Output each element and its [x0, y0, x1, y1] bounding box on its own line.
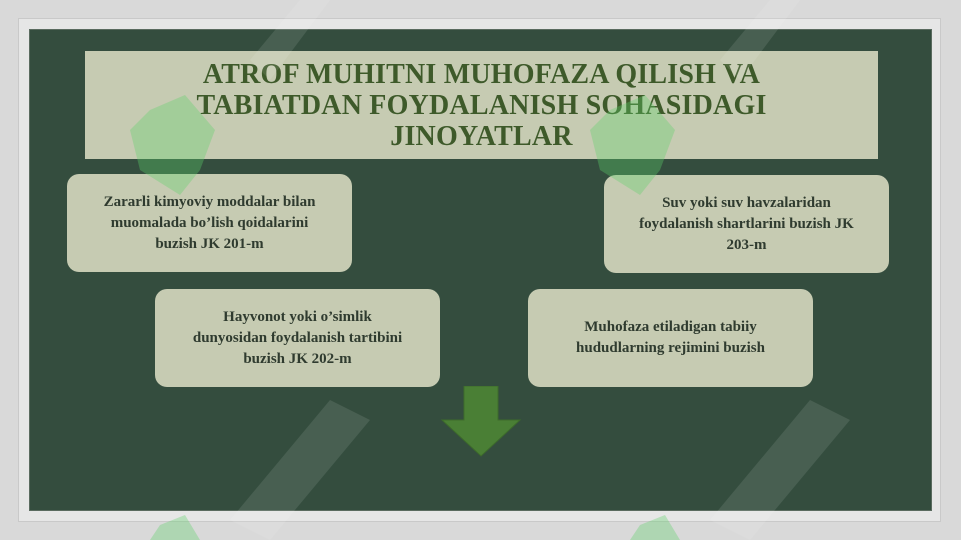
crime-card-text: Suv yoki suv havzalaridan foydalanish sh…	[639, 194, 854, 253]
arrow-down-icon	[440, 386, 522, 457]
title-box: ATROF MUHITNI MUHOFAZA QILISH VA TABIATD…	[85, 51, 878, 159]
slide: ATROF MUHITNI MUHOFAZA QILISH VA TABIATD…	[29, 29, 932, 511]
crime-card-202: Hayvonot yoki o’simlik dunyosidan foydal…	[155, 289, 440, 387]
crime-card-text: Muhofaza etiladigan tabiiy hududlarning …	[576, 319, 765, 356]
crime-card-protected-areas: Muhofaza etiladigan tabiiy hududlarning …	[528, 289, 813, 387]
crime-card-201: Zararli kimyoviy moddalar bilan muomalad…	[67, 174, 352, 272]
crime-card-text: Zararli kimyoviy moddalar bilan muomalad…	[103, 193, 316, 252]
slide-title: ATROF MUHITNI MUHOFAZA QILISH VA TABIATD…	[196, 58, 767, 152]
crime-card-text: Hayvonot yoki o’simlik dunyosidan foydal…	[192, 308, 403, 367]
crime-card-203: Suv yoki suv havzalaridan foydalanish sh…	[604, 175, 889, 273]
